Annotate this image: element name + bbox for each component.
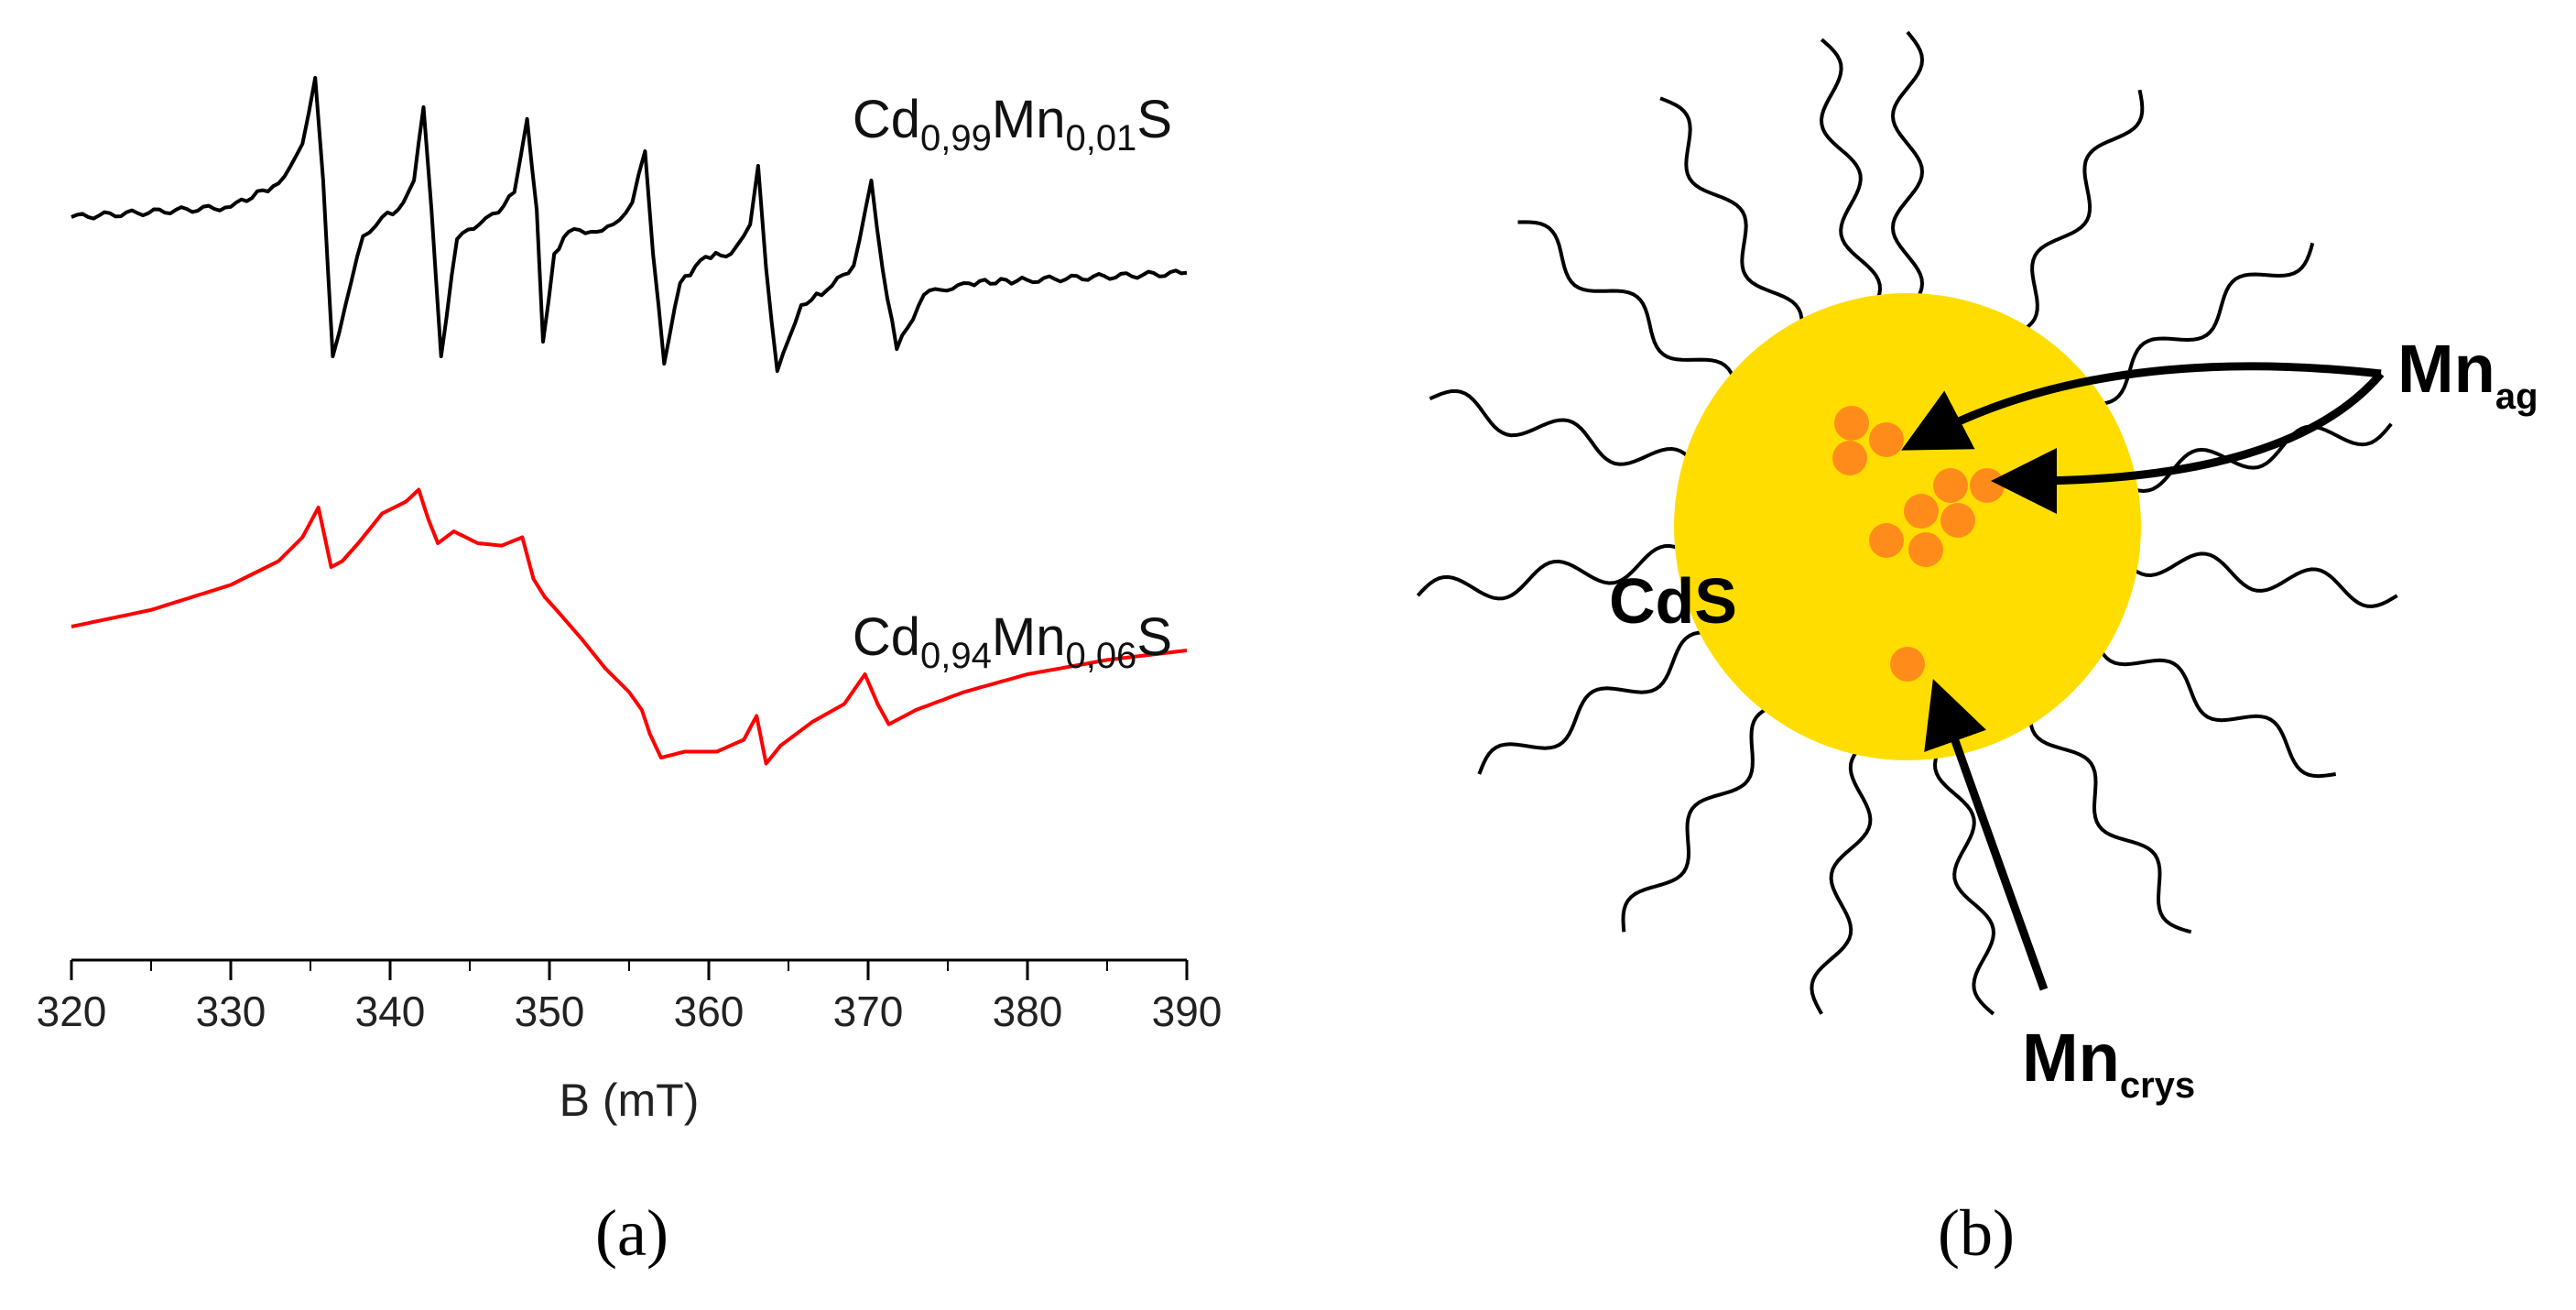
series-line-2 (71, 487, 1188, 766)
x-tick-label: 390 (1152, 988, 1223, 1035)
mn-dopant (1890, 647, 1925, 682)
mn-dopant (1869, 523, 1904, 558)
ligand-chain (1429, 388, 1701, 473)
mn-ag-label: Mnag (2397, 331, 2538, 417)
mn-dopant (1834, 406, 1869, 441)
series-line-1 (71, 76, 1188, 373)
ligand-chain (2083, 242, 2315, 406)
mn-ag-arrow-2 (1991, 371, 2385, 514)
x-tick-label: 340 (355, 988, 426, 1035)
x-tick-label: 350 (515, 988, 585, 1035)
mn-crys-label: Mncrys (2022, 1020, 2195, 1106)
nanoparticle-diagram: CdS Mnag Mncrys (1416, 30, 2538, 1106)
mn-dopant (1940, 503, 1975, 538)
ligand-chain (1819, 38, 1883, 316)
ligand-chain (2007, 89, 2145, 339)
x-tick-label: 330 (196, 988, 266, 1035)
mn-dopant (1908, 532, 1943, 567)
epr-spectra-chart: Cd0,99Mn0,01S Cd0,94Mn0,06S 320 330 340 350… (37, 76, 1223, 1126)
mn-crys-arrow (1924, 679, 2049, 991)
panel-label-b: (b) (1938, 1196, 2015, 1270)
cds-core (1674, 293, 2141, 760)
ligand-chain (1517, 220, 1740, 395)
x-ticks: 320 330 340 350 360 370 380 390 (37, 960, 1223, 1035)
series-label-1: Cd0,99Mn0,01S (853, 90, 1172, 158)
ligand-chain (1932, 737, 1996, 1016)
x-tick-label: 370 (833, 988, 904, 1035)
panel-label-a: (a) (595, 1196, 668, 1270)
ligand-chain (1477, 630, 1722, 775)
series-label-2: Cd0,94Mn0,06S (853, 607, 1172, 676)
series-group (71, 76, 1188, 766)
ligand-chain (1810, 737, 1873, 1015)
x-tick-label: 380 (993, 988, 1063, 1035)
x-axis-title: B (mT) (560, 1075, 700, 1126)
x-tick-label: 320 (37, 988, 107, 1035)
ligand-chain (1659, 96, 1804, 341)
mn-dopant (1832, 441, 1867, 475)
mn-dopant (1904, 494, 1939, 529)
mn-dopant (1970, 468, 2005, 503)
ligand-chain (1890, 30, 1925, 313)
cds-label: CdS (1609, 565, 1737, 637)
mn-ag-arrow-1 (1901, 362, 2382, 451)
x-tick-label: 360 (674, 988, 745, 1035)
ligand-chain (2028, 703, 2192, 934)
ligand-chain (1416, 543, 1696, 601)
ligand-chain (1621, 701, 1785, 933)
mn-dopant (1933, 468, 1968, 503)
ligand-chains (1416, 30, 2398, 1016)
ligand-chain (2119, 551, 2398, 608)
mn-dopant (1869, 422, 1904, 457)
mn-dopant-atoms (1832, 406, 2005, 682)
ligand-chain (2116, 422, 2393, 494)
ligand-chain (2092, 633, 2337, 779)
